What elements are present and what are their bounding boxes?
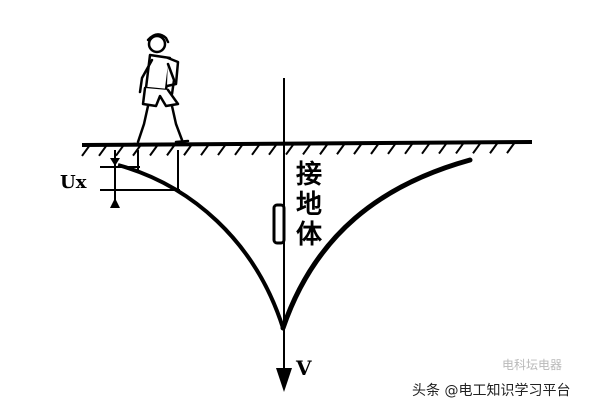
ground-body-char: 体 xyxy=(296,220,323,250)
hatch-mark xyxy=(217,143,227,156)
hatch-mark xyxy=(302,142,312,156)
hatch-mark xyxy=(183,143,193,156)
watermark-logo: 电科坛电器 xyxy=(502,358,563,372)
hatch-mark xyxy=(234,143,244,156)
hatch-mark xyxy=(404,142,414,155)
v-label: V xyxy=(296,356,312,380)
hatch-mark xyxy=(285,142,295,156)
hatch-mark xyxy=(438,141,448,155)
hatch-mark xyxy=(166,143,176,156)
hatch-mark xyxy=(149,143,159,157)
hatch-mark xyxy=(489,141,499,154)
hatch-mark xyxy=(455,141,465,155)
ground-electrode-icon xyxy=(272,203,286,245)
hatch-mark xyxy=(336,142,346,155)
ground-body-char: 地 xyxy=(296,190,323,220)
hatch-mark xyxy=(370,142,380,155)
hatch-mark xyxy=(251,143,261,156)
hatch-mark xyxy=(200,143,210,156)
walking-person-icon xyxy=(132,33,190,147)
hatch-mark xyxy=(98,144,108,157)
hatch-mark xyxy=(421,142,431,155)
potential-curve-left xyxy=(117,163,285,329)
hatch-mark xyxy=(353,142,363,155)
potential-curve-right xyxy=(280,157,473,331)
ground-hatching xyxy=(81,141,516,157)
hatch-mark xyxy=(387,142,397,155)
ground-surface-line xyxy=(81,140,533,147)
ux-arrow-up xyxy=(110,198,120,208)
hatch-mark xyxy=(506,141,516,154)
ground-body-label: 接 地 体 xyxy=(296,160,324,250)
hatch-mark xyxy=(472,141,482,154)
watermark-text: 头条 @电工知识学习平台 xyxy=(412,383,571,399)
hatch-mark xyxy=(319,142,329,155)
ground-body-char: 接 xyxy=(296,160,323,190)
hatch-mark xyxy=(268,143,278,156)
hatch-mark xyxy=(115,144,125,157)
hatch-mark xyxy=(81,144,91,157)
v-axis-arrowhead xyxy=(276,368,292,392)
ux-label: Ux xyxy=(60,172,87,193)
ux-arrow-down xyxy=(110,158,120,166)
